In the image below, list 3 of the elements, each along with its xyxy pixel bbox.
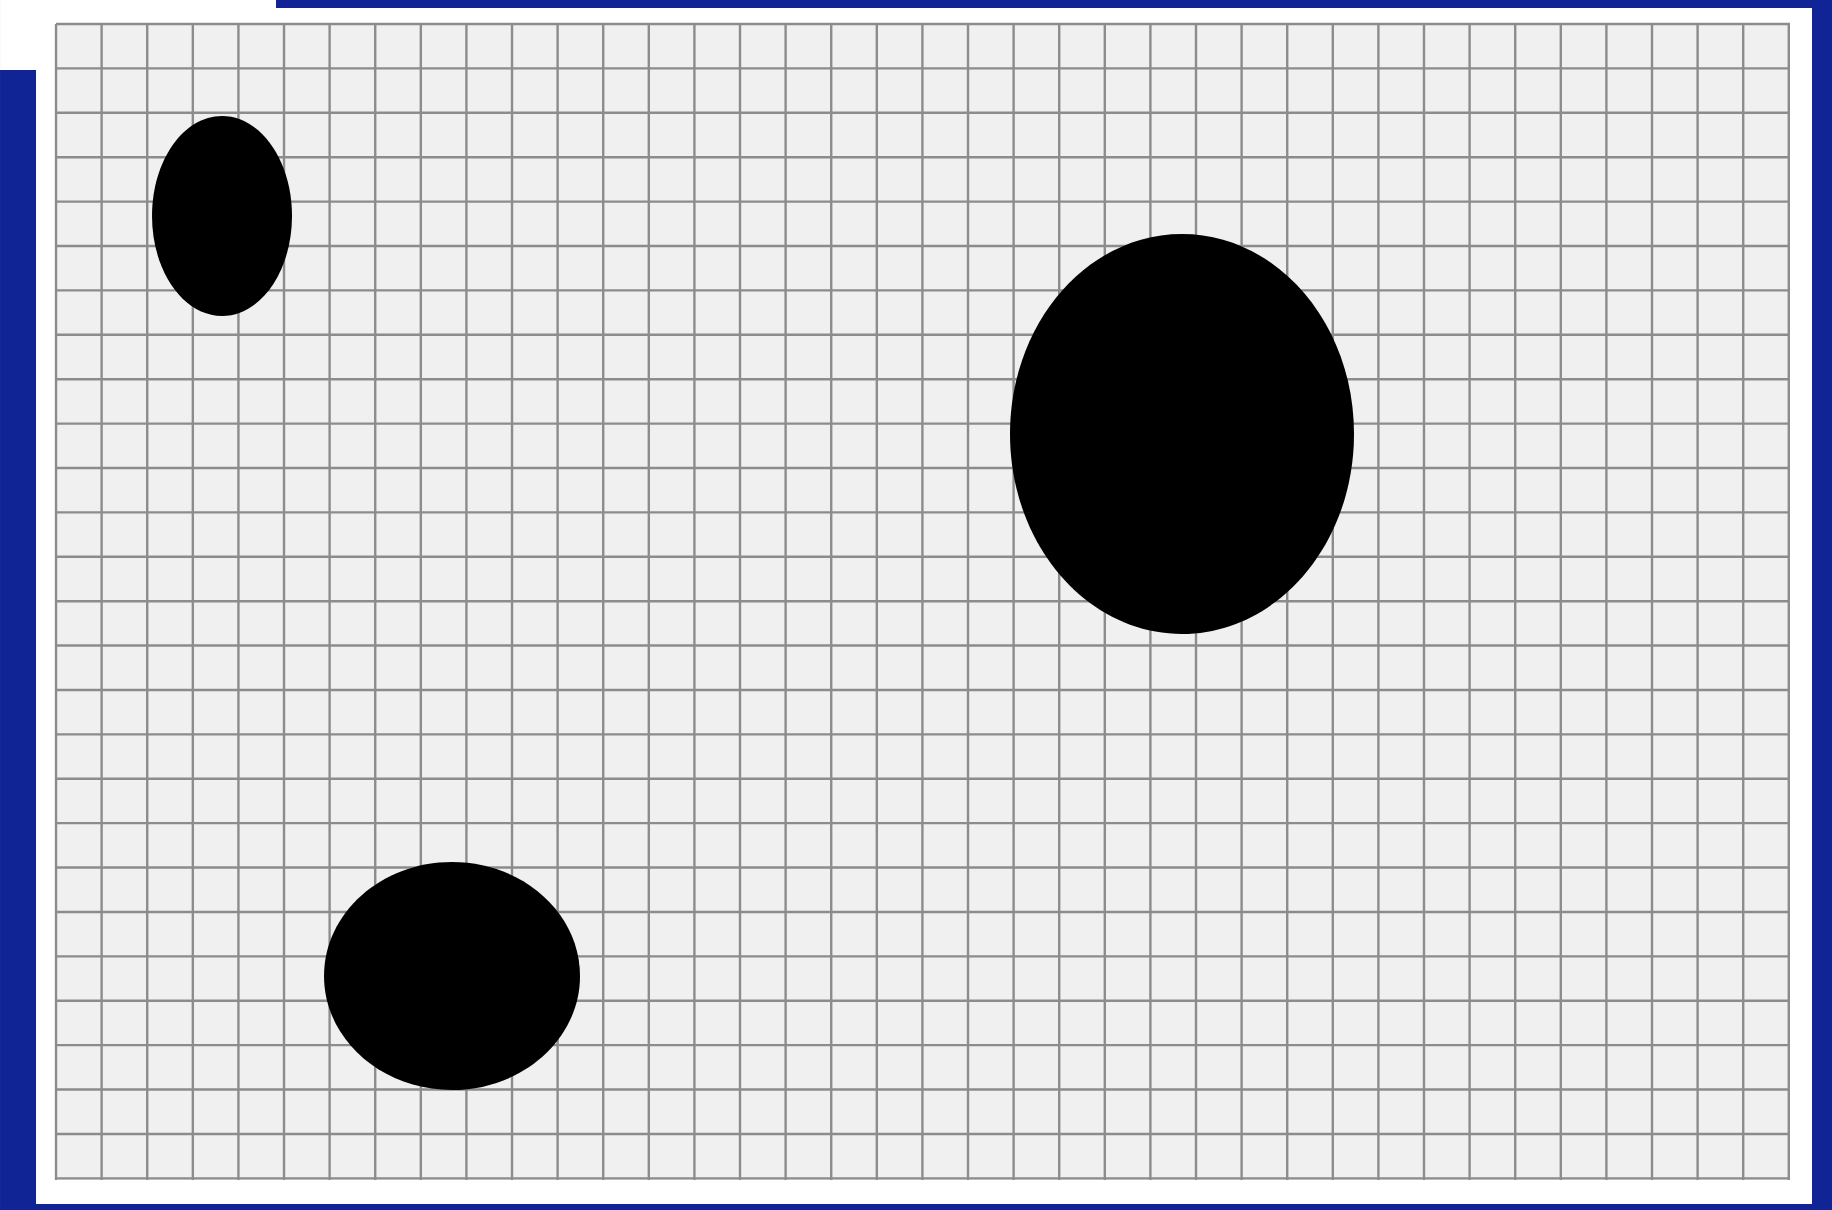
- blob: [152, 116, 292, 316]
- blob: [324, 861, 580, 1090]
- blob: [1010, 234, 1354, 634]
